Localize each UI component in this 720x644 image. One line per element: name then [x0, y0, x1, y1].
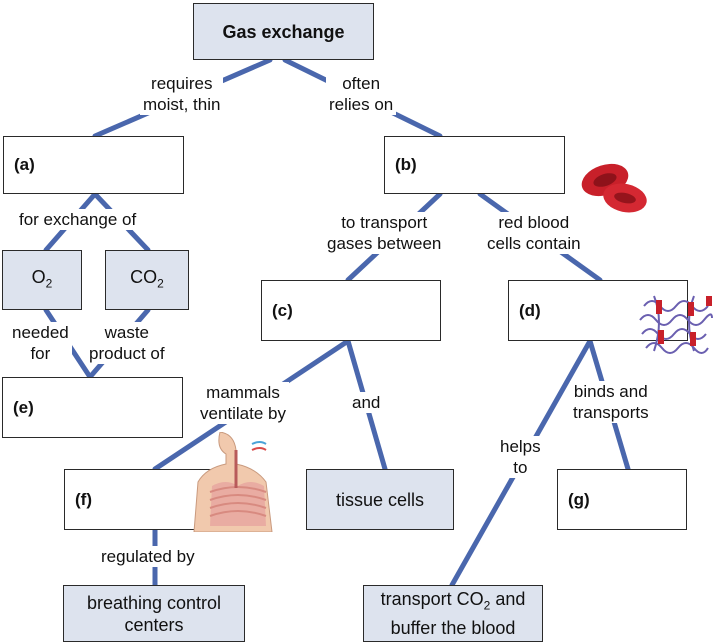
- link-label-mammals-line2: ventilate by: [200, 404, 286, 423]
- node-gas-exchange-label: Gas exchange: [222, 21, 345, 42]
- link-label-waste-line2: product of: [89, 344, 165, 363]
- link-label-relies: often relies on: [326, 73, 397, 115]
- transport-subscript: 2: [483, 598, 491, 613]
- node-a-label: (a): [14, 155, 35, 174]
- link-label-requires-line2: moist, thin: [143, 95, 221, 114]
- node-e-label: (e): [13, 397, 34, 417]
- red-blood-cells-icon: [581, 163, 647, 213]
- node-tissue-cells: tissue cells: [306, 469, 454, 530]
- link-label-exchange: for exchange of: [16, 209, 140, 230]
- node-g-label: (g): [568, 489, 590, 509]
- link-label-to-transport: to transport gases between: [324, 212, 445, 254]
- link-label-mammals: mammals ventilate by: [197, 382, 289, 424]
- node-a: (a): [3, 136, 184, 194]
- link-label-helps: helps to: [497, 436, 544, 478]
- transport-line1b: and: [490, 589, 526, 610]
- transport-line2: buffer the blood: [390, 617, 516, 638]
- node-co2: CO2: [105, 250, 189, 310]
- node-breathing-control-label: breathing control centers: [64, 586, 244, 641]
- node-c-label: (c): [272, 300, 293, 320]
- link-label-waste: waste product of: [86, 322, 168, 364]
- link-label-needed-line1: needed: [12, 323, 69, 342]
- human-respiratory-system-icon: [193, 432, 273, 532]
- transport-line1: transport CO2 and: [381, 588, 526, 617]
- node-b-label: (b): [395, 155, 417, 174]
- node-o2: O2: [2, 250, 82, 310]
- link-label-helps-line1: helps: [500, 437, 541, 456]
- link-label-rbc-line1: red blood: [498, 213, 570, 232]
- node-breathing-control: breathing control centers: [63, 585, 245, 642]
- link-label-rbc: red blood cells contain: [484, 212, 584, 254]
- breathing-line1: breathing control: [86, 592, 222, 613]
- node-gas-exchange: Gas exchange: [193, 3, 374, 60]
- node-f-label: (f): [75, 489, 92, 509]
- link-label-relies-line2: relies on: [329, 95, 394, 114]
- node-e: (e): [2, 377, 183, 438]
- co2-subscript: 2: [157, 276, 164, 291]
- link-label-mammals-line1: mammals: [206, 383, 280, 402]
- link-label-binds: binds and transports: [570, 381, 652, 423]
- link-label-needed-line2: for: [30, 344, 51, 363]
- node-transport-co2: transport CO2 and buffer the blood: [363, 585, 543, 642]
- hemoglobin-molecule-icon: [639, 295, 713, 354]
- node-o2-label: O2: [3, 251, 81, 309]
- link-label-to-transport-line2: gases between: [327, 234, 442, 253]
- link-label-needed: needed for: [9, 322, 72, 364]
- node-co2-label: CO2: [106, 251, 188, 309]
- link-label-rbc-line2: cells contain: [487, 234, 581, 253]
- node-b: (b): [384, 136, 565, 194]
- node-c: (c): [261, 280, 441, 341]
- o2-base: O: [31, 266, 46, 287]
- link-label-binds-line2: transports: [573, 403, 649, 422]
- link-label-and: and: [349, 392, 384, 413]
- link-label-binds-line1: binds and: [573, 382, 648, 401]
- node-d-label: (d): [519, 300, 541, 320]
- link-label-helps-line2: to: [513, 458, 528, 477]
- link-label-to-transport-line1: to transport: [341, 213, 428, 232]
- link-label-requires: requires moist, thin: [140, 73, 224, 115]
- co2-base: CO: [130, 266, 158, 287]
- link-label-requires-line1: requires: [151, 74, 213, 93]
- transport-line1a: transport CO: [380, 589, 484, 610]
- breathing-line2: centers: [124, 614, 184, 635]
- link-label-relies-line1: often: [342, 74, 381, 93]
- node-tissue-cells-label: tissue cells: [335, 489, 425, 510]
- link-label-regulated: regulated by: [98, 546, 198, 567]
- link-label-waste-line1: waste: [104, 323, 150, 342]
- node-g: (g): [557, 469, 687, 530]
- node-transport-co2-label: transport CO2 and buffer the blood: [364, 586, 542, 641]
- o2-subscript: 2: [45, 276, 53, 291]
